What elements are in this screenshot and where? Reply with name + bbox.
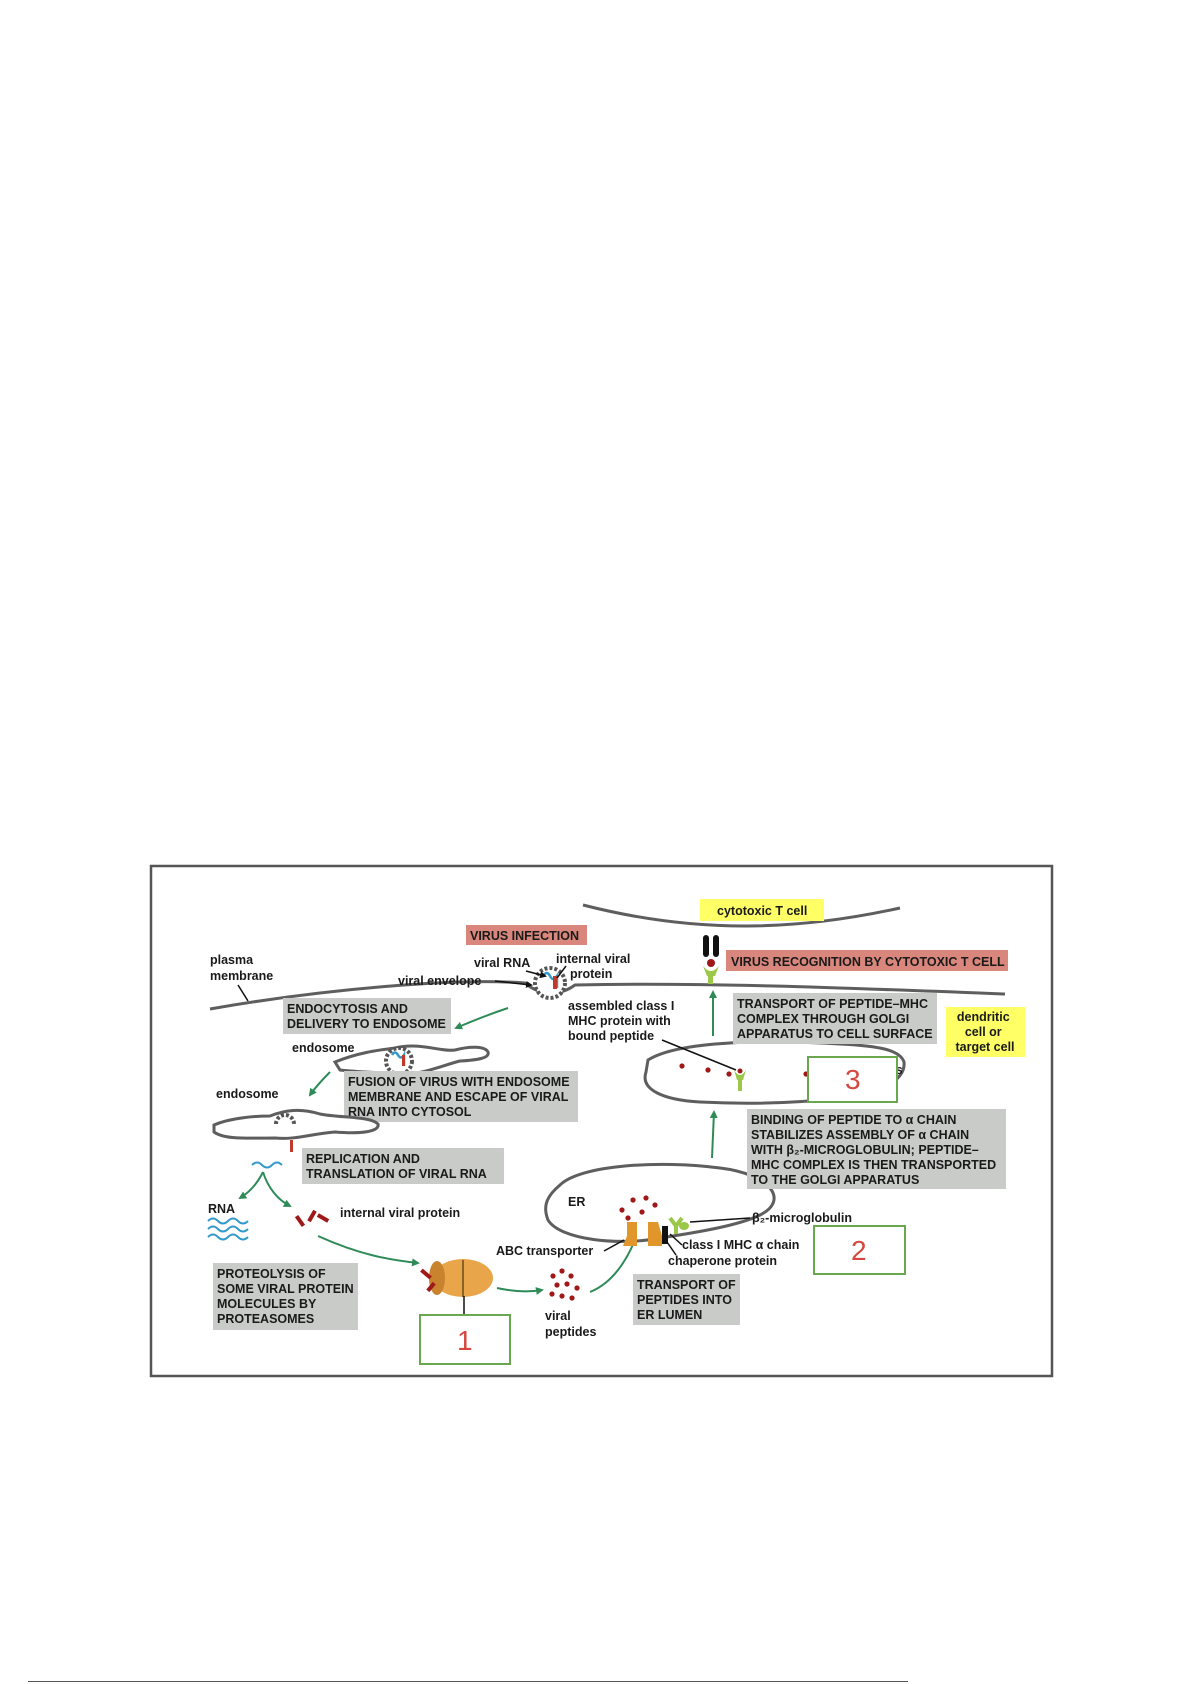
internal-viral-protein-top-label: internal viral protein (556, 952, 634, 981)
mhc-peptide-complex-golgi (734, 1068, 746, 1091)
fusion-caption: FUSION OF VIRUS WITH ENDOSOME MEMBRANE A… (348, 1075, 573, 1119)
arrow-to-endosome-2 (308, 1071, 331, 1097)
transport-golgi-caption: TRANSPORT OF PEPTIDE–MHC COMPLEX THROUGH… (737, 997, 933, 1041)
arrow-er-to-golgi (709, 1110, 718, 1159)
step-number-1: 1 (457, 1325, 473, 1356)
step-box-2 (813, 1225, 906, 1275)
b2-microglobulin-label: β₂-microglobulin (752, 1211, 852, 1225)
proteolysis-box (213, 1263, 358, 1330)
virus-recognition-box (726, 950, 1008, 971)
step-box-3 (807, 1056, 898, 1103)
er-outline (544, 1162, 776, 1243)
transport-er-caption: TRANSPORT OF PEPTIDES INTO ER LUMEN (637, 1278, 739, 1322)
mhc-alpha-chain-er (662, 1216, 689, 1244)
er-peptides-dots (619, 1195, 658, 1221)
endocytosis-box (283, 998, 451, 1034)
tcr-mhc-complex (703, 935, 719, 984)
step-number-2: 2 (851, 1235, 867, 1266)
virus-infection-label: VIRUS INFECTION (470, 929, 579, 943)
transport-er-box (633, 1274, 740, 1325)
step-number-3: 3 (845, 1064, 861, 1095)
arrow-to-peptides (496, 1287, 544, 1295)
assembled-mhc-label: assembled class I MHC protein with bound… (568, 999, 678, 1043)
endocytosis-caption: ENDOCYTOSIS AND DELIVERY TO ENDOSOME (287, 1002, 446, 1031)
arrow-to-rna (238, 1171, 264, 1200)
viral-peptides-dots (549, 1268, 580, 1301)
arrow-to-proteasome (317, 1235, 420, 1267)
rna-waves (207, 1217, 249, 1241)
t-cell-membrane (582, 903, 901, 928)
chaperone-label: chaperone protein (668, 1254, 777, 1268)
dendritic-box (946, 1007, 1025, 1057)
rna-short (251, 1161, 283, 1169)
proteasome (420, 1259, 493, 1297)
binding-caption: BINDING OF PEPTIDE TO α CHAIN STABILIZES… (751, 1113, 1000, 1187)
transport-golgi-box (733, 993, 937, 1044)
cytotoxic-t-cell-label: cytotoxic T cell (717, 904, 807, 918)
rna-label: RNA (208, 1202, 235, 1216)
abc-transporter-label: ABC transporter (496, 1244, 593, 1258)
endosome-1-label: endosome (292, 1041, 355, 1055)
step-box-1 (419, 1314, 511, 1365)
virus-recognition-label: VIRUS RECOGNITION BY CYTOTOXIC T CELL (731, 955, 1005, 969)
binding-box (747, 1109, 1006, 1189)
cytotoxic-t-cell-box (700, 899, 824, 921)
fusion-box (344, 1071, 578, 1122)
plasma-membrane-label: plasma membrane (210, 953, 273, 983)
viral-envelope-label: viral envelope (398, 974, 481, 988)
class1-alpha-label: class I MHC α chain (682, 1238, 799, 1252)
dendritic-label: dendritic cell or target cell (955, 1010, 1014, 1054)
proteolysis-caption: PROTEOLYSIS OF SOME VIRAL PROTEIN MOLECU… (217, 1267, 357, 1326)
internal-viral-protein-fragments (294, 1209, 330, 1228)
virus-infection-box (466, 925, 587, 945)
abc-transporter (623, 1222, 662, 1246)
arrow-to-protein (262, 1171, 292, 1207)
virus-particle-endosome (384, 1046, 414, 1076)
viral-rna-label: viral RNA (474, 956, 530, 970)
replication-caption: REPLICATION AND TRANSLATION OF VIRAL RNA (306, 1152, 487, 1181)
er-label: ER (568, 1195, 585, 1209)
internal-viral-protein-label: internal viral protein (340, 1206, 460, 1220)
viral-peptides-label: viral peptides (545, 1309, 596, 1339)
replication-box (302, 1148, 504, 1184)
endosome-2-label: endosome (216, 1087, 279, 1101)
endosome-2 (212, 1108, 380, 1140)
arrow-endocytosis (454, 1007, 509, 1030)
page-bottom-rule (28, 1681, 908, 1682)
